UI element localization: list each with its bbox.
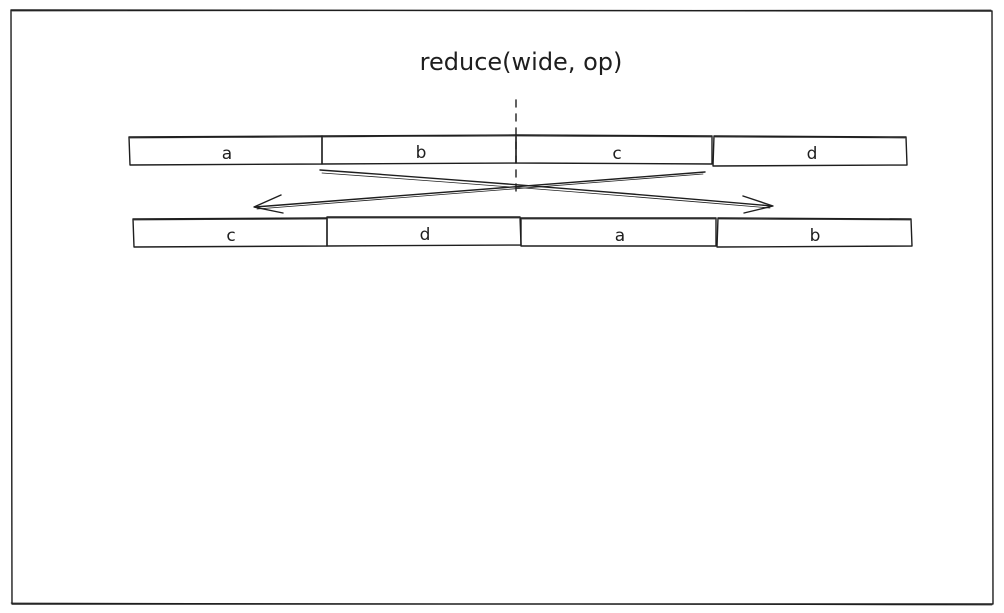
top-cell-c: c bbox=[515, 134, 713, 165]
bottom-cell-a-label: a bbox=[615, 226, 625, 246]
top-cell-d-label: d bbox=[807, 144, 818, 164]
bottom-cell-d: d bbox=[326, 216, 522, 247]
arrowhead-left-icon bbox=[253, 194, 284, 214]
top-cell-d: d bbox=[712, 135, 908, 167]
top-cell-b-label: b bbox=[416, 143, 427, 163]
diagram-title: reduce(wide, op) bbox=[420, 48, 623, 76]
bottom-row: c d a b bbox=[132, 216, 913, 248]
swap-arrows bbox=[253, 169, 774, 214]
top-row: a b c d bbox=[128, 134, 908, 167]
bottom-cell-c-label: c bbox=[226, 226, 235, 246]
arrow-right-to-left bbox=[253, 171, 706, 214]
bottom-cell-d-label: d bbox=[420, 225, 431, 245]
frame bbox=[10, 9, 994, 606]
top-cell-b: b bbox=[321, 134, 517, 165]
top-cell-c-label: c bbox=[612, 144, 621, 164]
arrow-left-to-right bbox=[319, 169, 774, 214]
bottom-cell-b: b bbox=[716, 217, 913, 248]
bottom-cell-b-label: b bbox=[810, 226, 821, 246]
bottom-cell-a: a bbox=[520, 217, 717, 247]
top-cell-a-label: a bbox=[222, 144, 232, 164]
arrowhead-right-icon bbox=[742, 195, 774, 214]
top-cell-a: a bbox=[128, 135, 323, 166]
bottom-cell-c: c bbox=[132, 217, 328, 248]
